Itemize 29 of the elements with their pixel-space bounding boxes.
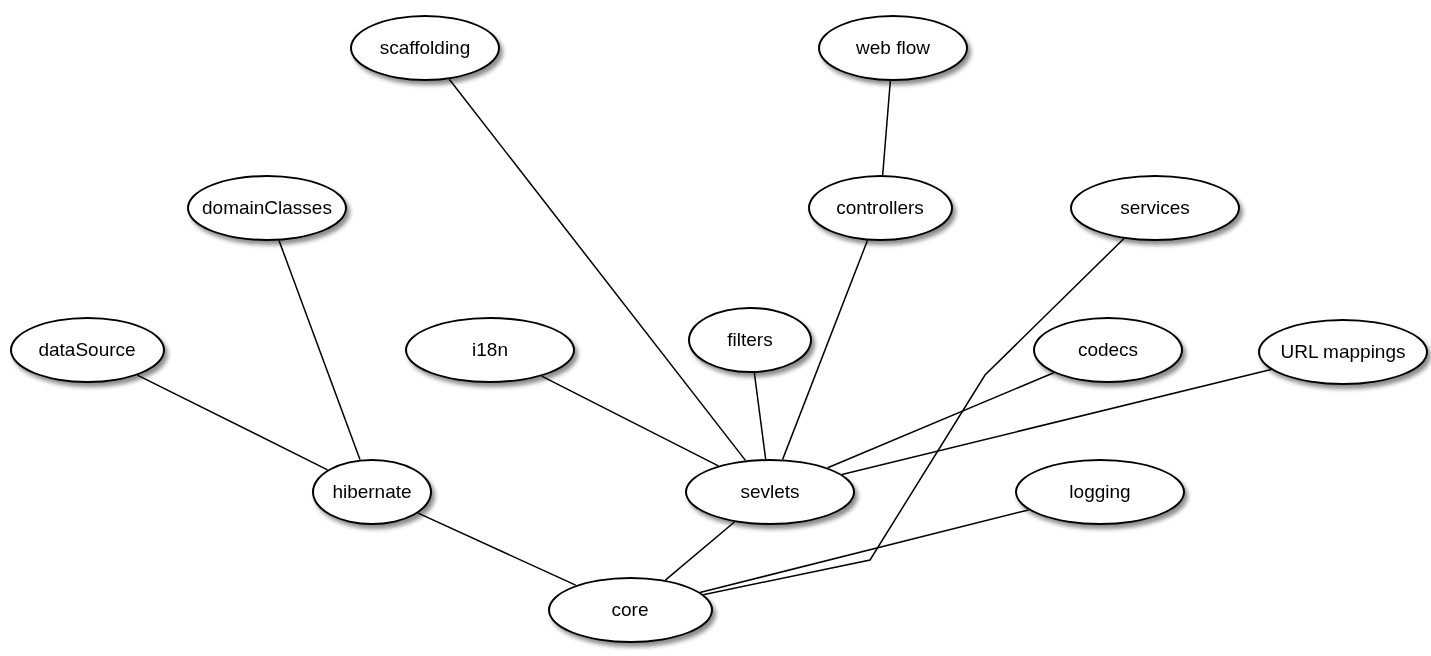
node-label: dataSource [38,337,136,362]
node-label: URL mappings [1280,339,1406,364]
connector-line [881,80,892,176]
connector-line [826,372,1055,469]
connector-line [841,368,1272,476]
node-label: web flow [856,35,930,60]
ellipse-node [1033,317,1183,383]
node-label: hibernate [332,479,412,504]
connector-line [448,78,747,462]
node-label: core [611,597,649,622]
node-label: sevlets [740,479,800,504]
node-label: filters [727,327,773,352]
node-label: scaffolding [379,35,471,60]
ellipse-node [312,459,432,525]
ellipse-node [547,577,713,643]
node-label: codecs [1077,337,1139,362]
node-label: domainClasses [202,195,332,220]
node-label: logging [1069,479,1131,504]
connector-line [417,512,577,586]
connector-line [136,374,329,471]
connector-line [753,372,767,460]
ellipse-node [685,459,855,525]
node-label: controllers [836,195,924,220]
connector-line [540,375,720,467]
connector-line [278,239,361,461]
connector-line [781,239,869,461]
node-label: i18n [472,337,508,362]
node-label: services [1120,195,1190,220]
connector-line [699,509,1030,594]
